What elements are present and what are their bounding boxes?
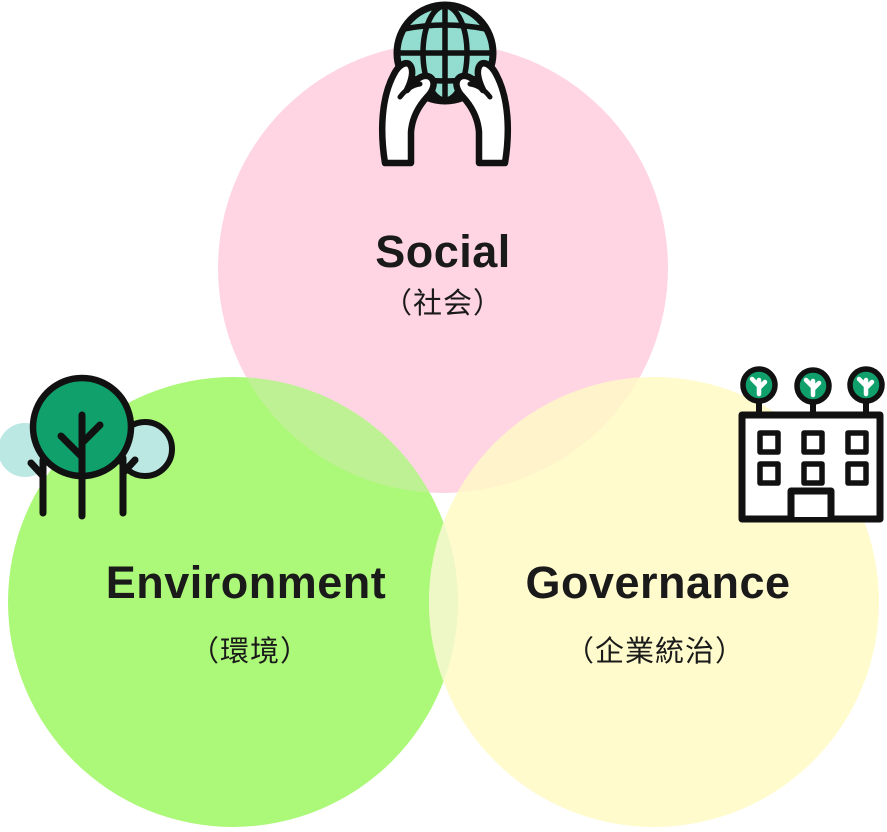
social-circle xyxy=(218,43,668,493)
trees-icon xyxy=(0,374,175,520)
roof-tree-branches xyxy=(749,376,875,398)
social-sublabel: （社会） xyxy=(382,288,504,320)
building-windows xyxy=(757,430,869,486)
side-tree-trunks xyxy=(27,454,139,517)
social-label: Social xyxy=(375,226,511,277)
building-door xyxy=(787,487,835,521)
office-building-icon xyxy=(738,366,885,523)
environment-sublabel: （環境） xyxy=(189,636,311,668)
environment-label: Environment xyxy=(105,557,387,608)
governance-sublabel: （企業統治） xyxy=(564,636,746,668)
hands-holding-globe-icon xyxy=(379,1,508,167)
governance-label: Governance xyxy=(525,557,791,608)
center-tree-trunk xyxy=(57,411,104,520)
left-hand xyxy=(379,59,437,167)
